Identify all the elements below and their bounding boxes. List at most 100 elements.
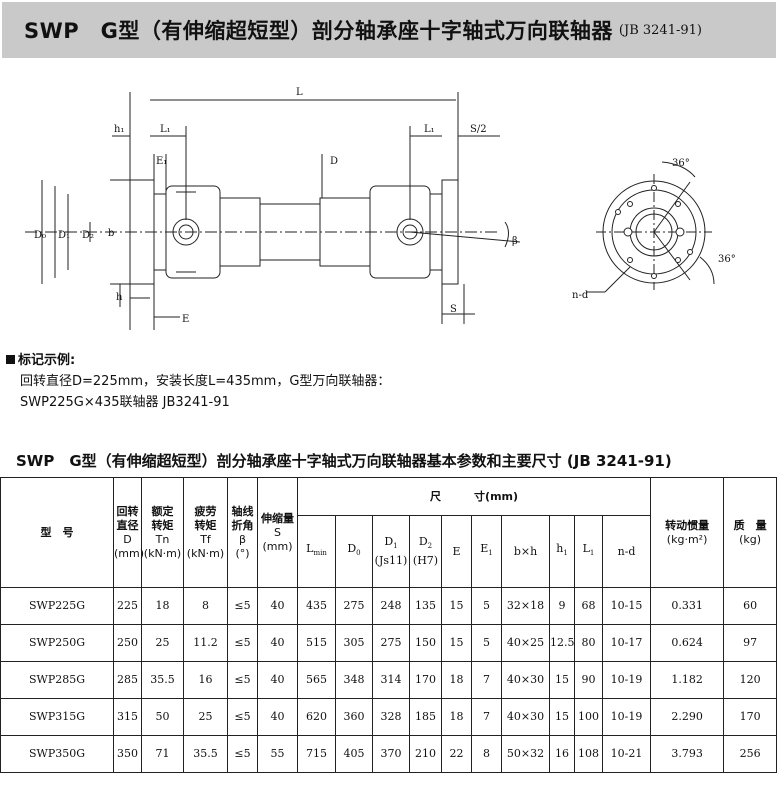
table-cell: 18 [441,698,472,736]
label-D2: D₂ [82,230,94,241]
label-beta: β [512,236,518,247]
table-cell: 0.624 [650,624,725,662]
example-line-1: 回转直径D=225mm，安装长度L=435mm，G型万向联轴器： [20,374,391,389]
table-cell: 15 [441,587,472,625]
table-cell: 40×25 [501,624,550,662]
label-D0: D₀ [34,230,46,241]
table-cell: 80 [574,624,603,662]
table-cell: 185 [409,698,442,736]
table-cell: 8 [183,587,228,625]
table-cell: 60 [723,587,778,625]
title-standard: (JB 3241-91) [618,22,702,38]
table-cell: SWP350G [0,735,114,773]
table-cell: 248 [372,587,410,625]
table-cell: 10-19 [601,698,652,736]
technical-drawing: L h₁ L₁ L₁ S/2 E₁ D D₀ D₁ D₂ b h E S β 3… [25,87,736,330]
table-cell: 16 [549,735,575,773]
header-bh: b×h [501,515,550,588]
right-flange [441,179,459,285]
table-cell: 50×32 [501,735,550,773]
table-cell: 2.290 [650,698,725,736]
table-cell: 18 [441,661,472,699]
header-d0: D0 [335,515,373,588]
table-cell: 10-17 [601,624,652,662]
table-cell: 565 [297,661,336,699]
label-b: b [108,228,114,239]
header-l1: L1 [574,515,603,588]
label-L: L [296,87,303,98]
table-cell: 71 [141,735,184,773]
table-cell: 328 [372,698,410,736]
header-mass: 质 量(kg) [723,477,778,588]
label-E1: E₁ [156,156,167,167]
label-h1: h₁ [114,124,124,135]
header-row-2: Lmin D0 D1(Js11) D2(H7) E E1 b×h h1 L1 n… [1,515,777,588]
table-cell: 515 [297,624,336,662]
table-cell: 50 [141,698,184,736]
table-cell: 68 [574,587,603,625]
table-cell: 135 [409,587,442,625]
table-cell: 170 [409,661,442,699]
table-cell: 250 [113,624,142,662]
table-cell: 97 [723,624,778,662]
table-cell: SWP250G [0,624,114,662]
marking-example: 标记示例: 回转直径D=225mm，安装长度L=435mm，G型万向联轴器： S… [6,350,390,413]
table-cell: 55 [257,735,298,773]
table-cell: 108 [574,735,603,773]
table-cell: 360 [335,698,373,736]
table-cell: 0.331 [650,587,725,625]
table-cell: 715 [297,735,336,773]
table-cell: 22 [441,735,472,773]
header-inertia: 转动惯量(kg·m²) [650,477,725,588]
table-cell: 15 [441,624,472,662]
table-cell: 40 [257,587,298,625]
example-line-2: SWP225G×435联轴器 JB3241-91 [20,395,230,410]
table-cell: 7 [471,661,502,699]
table-cell: 100 [574,698,603,736]
label-angle-bottom: 36° [718,254,736,265]
table-cell: 256 [723,735,778,773]
header-h1: h1 [549,515,575,588]
table-cell: ≤5 [227,587,258,625]
example-header: 标记示例: [6,350,390,371]
table-cell: 16 [183,661,228,699]
label-L1-left: L₁ [160,124,171,135]
table-cell: 11.2 [183,624,228,662]
label-S-half: S/2 [470,124,487,135]
label-h: h [116,292,123,303]
table-cell: 25 [141,624,184,662]
table-title: SWP G型（有伸缩超短型）剖分轴承座十字轴式万向联轴器基本参数和主要尺寸 (J… [16,452,672,470]
header-d2: D2(H7) [409,515,442,588]
label-L1-right: L₁ [424,124,435,135]
header-model: 型 号 [0,477,114,588]
table-cell: 9 [549,587,575,625]
table-cell: 35.5 [183,735,228,773]
label-D1: D₁ [58,230,70,241]
table-cell: 3.793 [650,735,725,773]
table-cell: 620 [297,698,336,736]
table-cell: 7 [471,698,502,736]
table-cell: 10-21 [601,735,652,773]
table-cell: 348 [335,661,373,699]
header-d1: D1(Js11) [372,515,410,588]
header-size: 尺 寸(mm) [296,477,652,516]
table-cell: 225 [113,587,142,625]
table-cell: 350 [113,735,142,773]
table-cell: 35.5 [141,661,184,699]
table-cell: ≤5 [227,698,258,736]
table-cell: 18 [141,587,184,625]
table-cell: 15 [549,661,575,699]
square-bullet-icon [6,355,15,364]
table-cell: 90 [574,661,603,699]
label-D: D [330,156,338,167]
